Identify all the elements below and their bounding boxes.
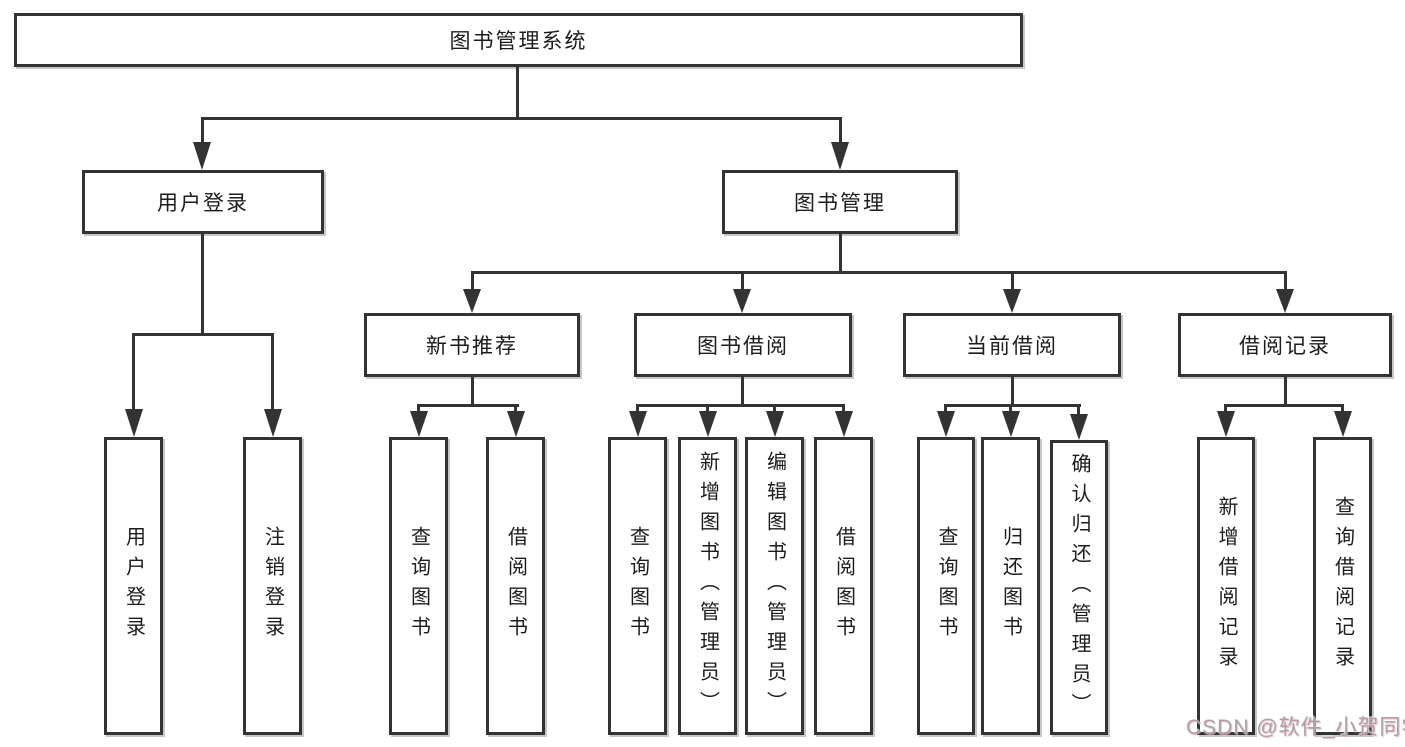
arrowhead-down-icon <box>1334 411 1352 437</box>
connector-records-branch <box>1224 404 1344 407</box>
node-borrowing-records: 借阅记录 <box>1178 313 1392 377</box>
connector-drop <box>842 404 845 416</box>
connector-drop <box>636 404 639 416</box>
node-book-management: 图书管理 <box>722 170 958 234</box>
connector-drop-newbook <box>471 271 474 293</box>
csdn-watermark: CSDN @软件_小贺同学 <box>1186 716 1405 739</box>
connector-current-stem <box>1011 377 1014 406</box>
arrowhead-down-icon <box>1070 414 1088 440</box>
leaf-records-add-record: 新增借阅记录 <box>1197 437 1255 735</box>
connector-drop <box>773 404 776 416</box>
leaf-current-query-books: 查询图书 <box>917 437 975 735</box>
connector-userlogin-stem <box>201 233 204 335</box>
arrowhead-down-icon <box>629 411 647 437</box>
leaf-borrow-edit-books-admin: 编辑图书（管理员） <box>745 437 804 735</box>
node-new-book-recommend: 新书推荐 <box>364 313 580 377</box>
arrowhead-down-icon <box>1276 289 1294 313</box>
connector-records-stem <box>1284 377 1287 406</box>
connector-borrowing-stem <box>741 377 744 406</box>
arrowhead-down-icon <box>410 411 428 437</box>
arrowhead-down-icon <box>193 142 211 170</box>
arrowhead-down-icon <box>1003 289 1021 313</box>
node-user-login: 用户登录 <box>82 170 324 234</box>
leaf-logout: 注销登录 <box>243 437 302 735</box>
connector-drop <box>417 404 420 416</box>
connector-borrowing-branch <box>636 404 845 407</box>
arrowhead-down-icon <box>733 289 751 313</box>
connector-drop-current <box>1011 271 1014 293</box>
leaf-borrow-query-books: 查询图书 <box>608 437 667 735</box>
node-book-borrowing: 图书借阅 <box>634 313 852 377</box>
arrowhead-down-icon <box>264 409 282 437</box>
connector-drop <box>514 404 517 416</box>
connector-drop <box>1224 404 1227 416</box>
arrowhead-down-icon <box>937 411 955 437</box>
connector-drop <box>1077 404 1080 418</box>
connector-drop <box>944 404 947 416</box>
connector-root-stem <box>516 67 519 120</box>
arrowhead-down-icon <box>766 411 784 437</box>
arrowhead-down-icon <box>831 142 849 170</box>
connector-bookmgmt-branch <box>471 271 1287 274</box>
connector-root-branch <box>201 117 842 120</box>
connector-drop-user-login <box>201 117 204 146</box>
connector-drop-records <box>1284 271 1287 293</box>
arrowhead-down-icon <box>463 289 481 313</box>
leaf-newbook-query-books: 查询图书 <box>389 437 448 735</box>
arrowhead-down-icon <box>507 411 525 437</box>
connector-drop-book-mgmt <box>839 117 842 146</box>
connector-drop <box>706 404 709 416</box>
arrowhead-down-icon <box>125 409 143 437</box>
arrowhead-down-icon <box>1217 411 1235 437</box>
connector-current-branch <box>944 404 1081 407</box>
connector-newbook-stem <box>471 377 474 406</box>
connector-drop-leaf-logout <box>271 333 274 411</box>
arrowhead-down-icon <box>699 411 717 437</box>
arrowhead-down-icon <box>835 411 853 437</box>
arrowhead-down-icon <box>1002 411 1020 437</box>
node-root-system: 图书管理系统 <box>14 13 1023 67</box>
connector-newbook-branch <box>417 404 519 407</box>
leaf-records-query-record: 查询借阅记录 <box>1313 437 1372 735</box>
leaf-borrow-add-books-admin: 新增图书（管理员） <box>678 437 737 735</box>
leaf-current-return-books: 归还图书 <box>981 437 1040 735</box>
connector-drop-borrowing <box>741 271 744 293</box>
connector-drop <box>1009 404 1012 416</box>
connector-userlogin-branch <box>132 333 274 336</box>
leaf-current-confirm-return-admin: 确认归还（管理员） <box>1050 440 1108 735</box>
connector-bookmgmt-stem <box>839 234 842 273</box>
leaf-newbook-borrow-books: 借阅图书 <box>486 437 545 735</box>
node-current-borrowing: 当前借阅 <box>903 313 1121 377</box>
connector-drop <box>1341 404 1344 416</box>
connector-drop-leaf-login <box>132 333 135 411</box>
leaf-borrow-borrow-books: 借阅图书 <box>814 437 873 735</box>
leaf-user-login: 用户登录 <box>104 437 163 735</box>
